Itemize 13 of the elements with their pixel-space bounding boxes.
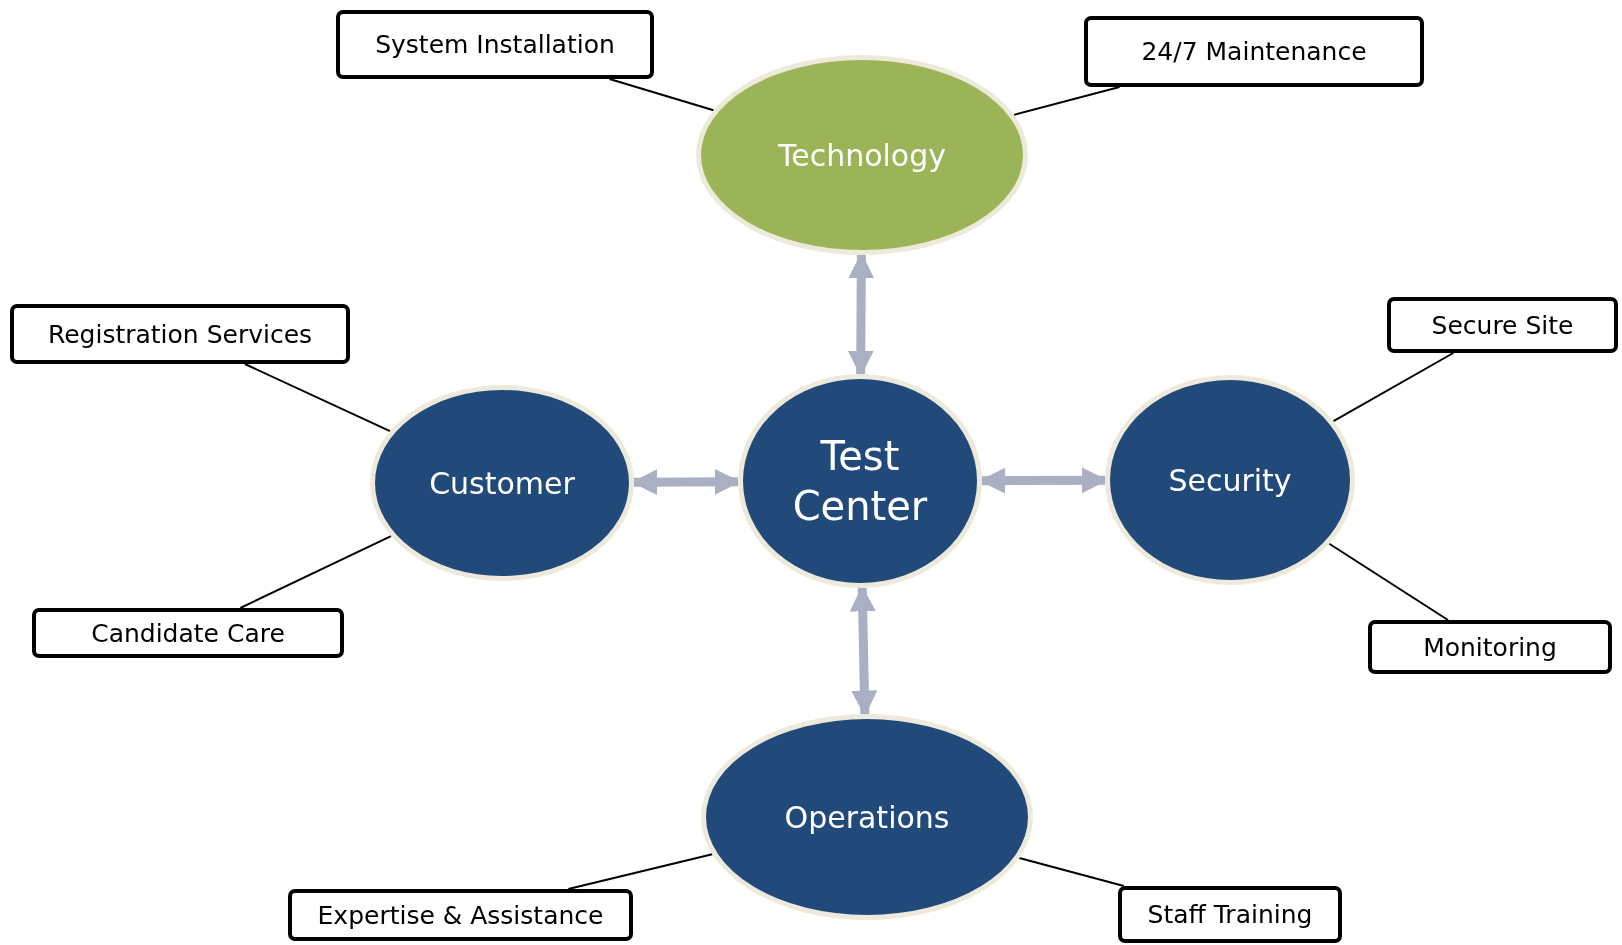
item-box: Monitoring: [1368, 620, 1612, 674]
item-box: Secure Site: [1387, 297, 1618, 353]
item-box: System Installation: [336, 10, 654, 79]
item-box: 24/7 Maintenance: [1084, 16, 1424, 87]
item-box: Candidate Care: [32, 608, 344, 658]
item-box: Expertise & Assistance: [288, 889, 633, 941]
item-box: Registration Services: [10, 304, 350, 364]
category-ellipse: Operations: [701, 714, 1033, 920]
category-ellipse: Technology: [696, 55, 1028, 255]
item-box: Staff Training: [1118, 886, 1342, 943]
category-ellipse: Test Center: [738, 374, 982, 588]
category-ellipse: Security: [1105, 375, 1355, 585]
category-ellipse: Customer: [370, 385, 634, 581]
